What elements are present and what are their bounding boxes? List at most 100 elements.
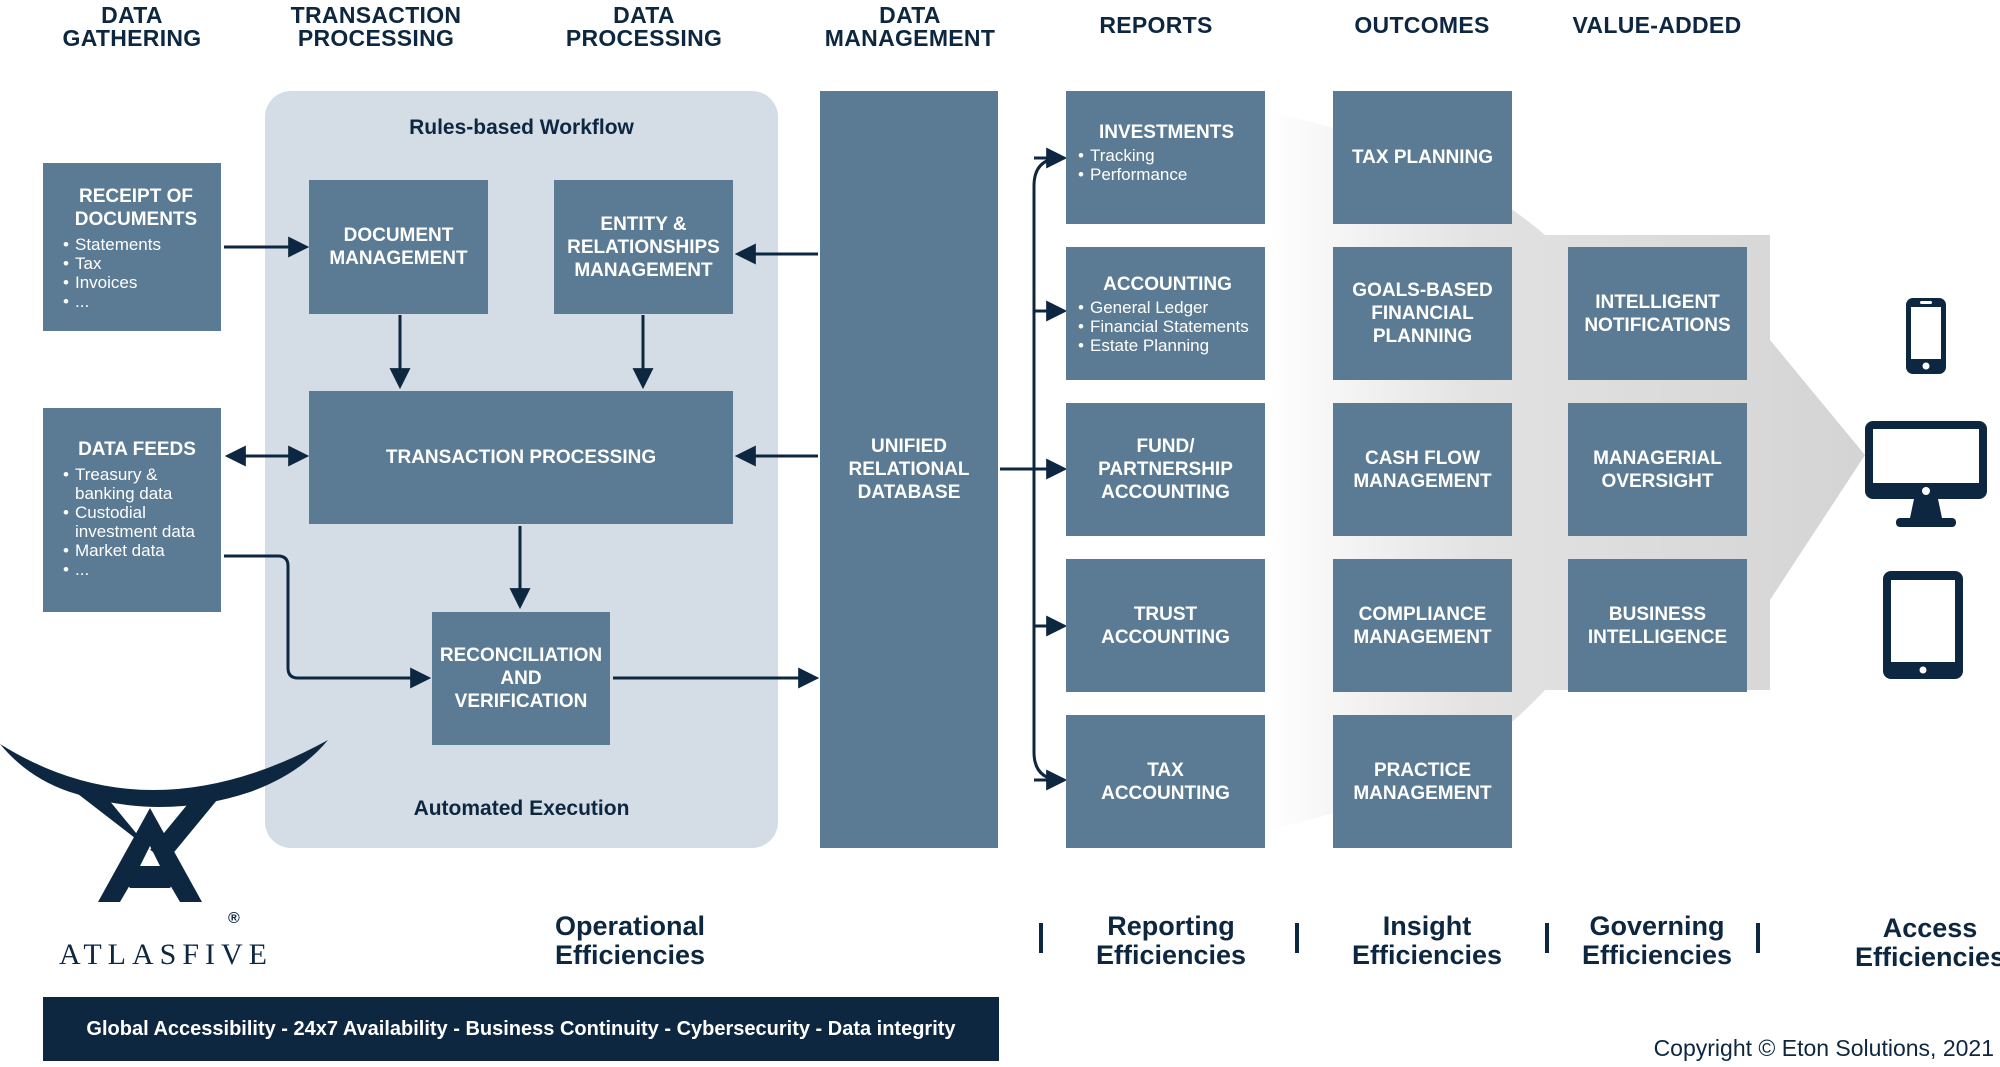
box-line: ACCOUNTING — [1101, 482, 1230, 503]
list-item: Custodial investment data — [61, 503, 213, 541]
box-line: TRANSACTION PROCESSING — [385, 447, 657, 468]
box-line: BUSINESS — [1608, 603, 1707, 625]
header-value-added: VALUE-ADDED — [1547, 14, 1767, 37]
report-title: INVESTMENTS — [1098, 122, 1235, 143]
box-line: RELATIONAL — [848, 459, 970, 480]
box-line: MANAGEMENT — [329, 248, 468, 269]
report-trust-accounting-box: TRUST ACCOUNTING — [1066, 559, 1265, 692]
separator — [1295, 923, 1299, 953]
receipt-of-documents-box: RECEIPT OF DOCUMENTS Statements Tax Invo… — [43, 163, 221, 331]
box-line: ACCOUNTING — [1101, 782, 1230, 804]
tablet-icon — [1883, 571, 1963, 679]
header-line: OUTCOMES — [1354, 12, 1490, 38]
box-line: RECONCILIATION — [439, 645, 603, 666]
unified-relational-database-box: UNIFIED RELATIONAL DATABASE — [820, 91, 998, 848]
header-data-management: DATA MANAGEMENT — [800, 4, 1020, 50]
list-item: Invoices — [61, 273, 211, 292]
list-item: Treasury & banking data — [61, 465, 213, 503]
list-item: ... — [61, 560, 213, 579]
box-line: FUND/ — [1136, 436, 1195, 457]
box-line: FINANCIAL — [1371, 303, 1474, 324]
label-line: Operational — [554, 911, 706, 941]
title-line: RECEIPT OF — [78, 186, 193, 207]
data-feeds-title: DATA FEEDS — [78, 439, 196, 460]
data-feeds-list: Treasury & banking data Custodial invest… — [61, 465, 213, 579]
box-line: NOTIFICATIONS — [1584, 314, 1731, 336]
label-line: Efficiencies — [1095, 940, 1247, 970]
list-item: ... — [61, 292, 211, 311]
header-outcomes: OUTCOMES — [1312, 14, 1532, 37]
box-line: MANAGEMENT — [1353, 470, 1492, 492]
header-line: MANAGEMENT — [824, 25, 996, 51]
box-line: COMPLIANCE — [1358, 603, 1487, 625]
access-efficiencies-label: Access Efficiencies — [1840, 914, 2000, 972]
separator — [1545, 923, 1549, 953]
header-line: GATHERING — [62, 25, 202, 51]
header-line: REPORTS — [1099, 12, 1213, 38]
report-fund-partnership-box: FUND/ PARTNERSHIP ACCOUNTING — [1066, 403, 1265, 536]
value-intelligent-notifications-box: INTELLIGENT NOTIFICATIONS — [1568, 247, 1747, 380]
outcome-practice-management-box: PRACTICE MANAGEMENT — [1333, 715, 1512, 848]
header-line: DATA — [613, 2, 675, 28]
report-title: ACCOUNTING — [1103, 274, 1232, 295]
atlasfive-logo — [0, 740, 328, 902]
report-list: General Ledger Financial Statements Esta… — [1076, 298, 1259, 355]
rules-based-workflow-label: Rules-based Workflow — [409, 116, 634, 139]
insight-efficiencies-label: Insight Efficiencies — [1342, 912, 1512, 970]
box-line: ENTITY & — [600, 213, 687, 235]
report-tax-accounting-box: TAX ACCOUNTING — [1066, 715, 1265, 848]
header-line: PROCESSING — [297, 25, 455, 51]
box-line: MANAGEMENT — [1353, 626, 1492, 648]
box-line: PLANNING — [1372, 326, 1473, 347]
box-line: VERIFICATION — [454, 691, 588, 712]
box-line: PARTNERSHIP — [1098, 459, 1233, 480]
value-business-intelligence-box: BUSINESS INTELLIGENCE — [1568, 559, 1747, 692]
operational-efficiencies-label: Operational Efficiencies — [500, 912, 760, 970]
box-line: TAX — [1147, 759, 1184, 781]
label-line: Governing — [1589, 911, 1725, 941]
list-item: General Ledger — [1076, 298, 1259, 317]
report-list: Tracking Performance — [1076, 146, 1257, 184]
header-line: PROCESSING — [565, 25, 723, 51]
header-line: VALUE-ADDED — [1572, 12, 1742, 38]
banner-text: Global Accessibility - 24x7 Availability… — [86, 1017, 956, 1040]
separator — [1756, 923, 1760, 953]
transaction-processing-box: TRANSACTION PROCESSING — [309, 391, 733, 524]
value-managerial-oversight-box: MANAGERIAL OVERSIGHT — [1568, 403, 1747, 536]
list-item: Market data — [61, 541, 213, 560]
box-line: DOCUMENT — [343, 225, 454, 246]
header-reports: REPORTS — [1046, 14, 1266, 37]
header-data-processing: DATA PROCESSING — [534, 4, 754, 50]
list-item: Estate Planning — [1076, 336, 1259, 355]
receipt-list: Statements Tax Invoices ... — [61, 235, 211, 311]
header-transaction-processing: TRANSACTION PROCESSING — [266, 4, 486, 50]
registered-mark: ® — [228, 910, 240, 927]
box-line: RELATIONSHIPS — [567, 236, 720, 258]
box-line: OVERSIGHT — [1601, 470, 1714, 492]
list-item: Financial Statements — [1076, 317, 1259, 336]
governing-efficiencies-label: Governing Efficiencies — [1572, 912, 1742, 970]
document-management-box: DOCUMENT MANAGEMENT — [309, 180, 488, 314]
separator — [1039, 923, 1043, 953]
reporting-efficiencies-label: Reporting Efficiencies — [1086, 912, 1256, 970]
label-line: Access — [1882, 913, 1978, 943]
capabilities-banner: Global Accessibility - 24x7 Availability… — [43, 997, 999, 1061]
title-line: DOCUMENTS — [74, 209, 198, 230]
box-line: PRACTICE — [1373, 759, 1472, 781]
box-line: MANAGERIAL — [1593, 447, 1722, 469]
label-line: Insight — [1382, 911, 1472, 941]
header-data-gathering: DATA GATHERING — [22, 4, 242, 50]
box-line: INTELLIGENT — [1595, 291, 1720, 313]
label-line: Reporting — [1107, 911, 1235, 941]
box-line: TAX PLANNING — [1351, 147, 1494, 168]
header-line: TRANSACTION — [290, 2, 462, 28]
outcome-goals-based-planning-box: GOALS-BASED FINANCIAL PLANNING — [1333, 247, 1512, 380]
box-line: CASH FLOW — [1364, 447, 1481, 469]
reconciliation-box: RECONCILIATION AND VERIFICATION — [432, 612, 610, 745]
data-feeds-box: DATA FEEDS Treasury & banking data Custo… — [43, 408, 221, 612]
smartphone-icon — [1906, 298, 1946, 374]
box-line: ACCOUNTING — [1101, 626, 1230, 648]
entity-relationships-box: ENTITY & RELATIONSHIPS MANAGEMENT — [554, 180, 733, 314]
box-line: AND — [500, 668, 542, 689]
box-line: DATABASE — [857, 482, 961, 503]
